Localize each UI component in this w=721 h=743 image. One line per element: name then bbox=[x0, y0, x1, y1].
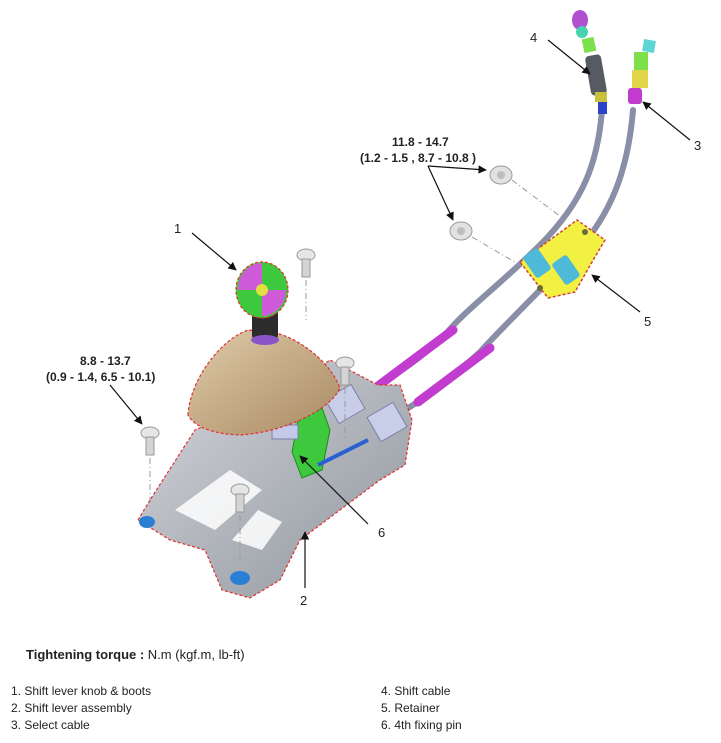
shift-cable-end bbox=[572, 10, 607, 114]
legend-item: 3. Select cable bbox=[11, 718, 90, 732]
parts-legend-left: 1. Shift lever knob & boots 2. Shift lev… bbox=[11, 683, 151, 734]
legend-item: 2. Shift lever assembly bbox=[11, 701, 132, 715]
leader-1 bbox=[191, 232, 237, 271]
callout-4: 4 bbox=[530, 30, 537, 45]
retainer-nut-lower bbox=[449, 221, 473, 241]
select-cable bbox=[402, 107, 636, 413]
shift-lever-knob bbox=[235, 261, 289, 319]
leader-torque-upper-a bbox=[427, 165, 487, 174]
callout-6: 6 bbox=[378, 525, 385, 540]
leader-3 bbox=[642, 101, 691, 141]
bolt-top-left bbox=[296, 248, 316, 278]
leader-6 bbox=[299, 455, 369, 525]
legend-item: 1. Shift lever knob & boots bbox=[11, 684, 152, 698]
torque-lower-line1: 8.8 - 13.7 bbox=[80, 354, 131, 368]
shift-lever-exploded-diagram: 1 2 3 4 5 6 11.8 - 14.7 (1.2 - 1.5 , 8.7… bbox=[46, 10, 701, 608]
leader-torque-lower bbox=[109, 384, 143, 425]
bolt-center bbox=[335, 356, 355, 386]
leader-4 bbox=[547, 39, 591, 75]
retainer-nut-upper bbox=[489, 165, 513, 185]
callout-5: 5 bbox=[644, 314, 651, 329]
legend-item: 4. Shift cable bbox=[381, 684, 451, 698]
torque-units-label: Tightening torque : bbox=[26, 647, 145, 662]
legend-item: 6. 4th fixing pin bbox=[381, 718, 462, 732]
parts-legend-right: 4. Shift cable 5. Retainer 6. 4th fixing… bbox=[381, 683, 462, 734]
torque-units-note: Tightening torque : N.m (kgf.m, lb-ft) bbox=[26, 647, 245, 662]
leader-5 bbox=[591, 274, 641, 313]
shift-cable bbox=[369, 107, 605, 393]
legend-item: 5. Retainer bbox=[381, 701, 440, 715]
torque-lower-line2: (0.9 - 1.4, 6.5 - 10.1) bbox=[46, 370, 155, 384]
shift-lever-boot bbox=[187, 329, 341, 436]
bolt-bottom bbox=[230, 483, 250, 513]
callout-1: 1 bbox=[174, 221, 181, 236]
callout-2: 2 bbox=[300, 593, 307, 608]
select-cable-end bbox=[628, 39, 656, 104]
torque-units-value: N.m (kgf.m, lb-ft) bbox=[144, 647, 245, 662]
torque-upper-line1: 11.8 - 14.7 bbox=[392, 135, 449, 149]
torque-upper-line2: (1.2 - 1.5 , 8.7 - 10.8 ) bbox=[360, 151, 476, 165]
bolt-left bbox=[140, 426, 160, 456]
callout-3: 3 bbox=[694, 138, 701, 153]
leader-torque-upper-b bbox=[427, 165, 454, 221]
retainer bbox=[518, 219, 606, 299]
